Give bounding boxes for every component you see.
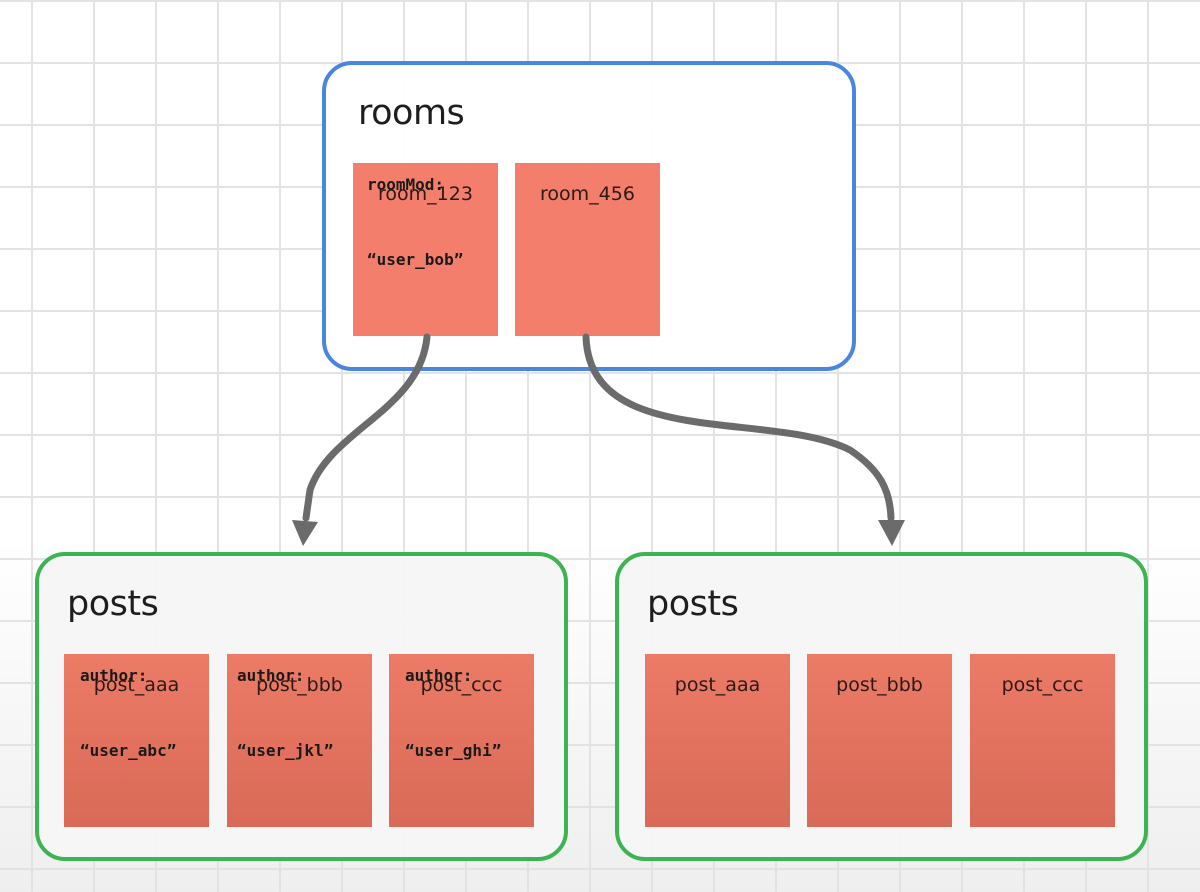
post-aaa-document: post_aaa author: “user_abc” xyxy=(64,654,209,827)
rooms-collection-title: rooms xyxy=(358,93,465,133)
room-456-document: room_456 xyxy=(515,163,660,336)
field-key: author: xyxy=(237,666,305,685)
field-key: author: xyxy=(80,666,148,685)
posts-subcollection-room-123: posts post_aaa author: “user_abc” post_b… xyxy=(35,552,568,861)
field-key: roomMod: xyxy=(367,175,445,194)
author-field: author: “user_abc” xyxy=(80,613,176,813)
field-value: “user_bob” xyxy=(367,250,464,269)
room-mod-field: roomMod: “user_bob” xyxy=(367,122,463,322)
document-id: room_456 xyxy=(540,183,635,205)
rooms-collection: rooms room_123 roomMod: “user_bob” room_… xyxy=(322,61,856,371)
arrowhead-room-123-to-posts xyxy=(292,520,318,546)
author-field: author: “user_jkl” xyxy=(237,613,333,813)
document-id: post_aaa xyxy=(674,674,761,696)
field-value: “user_jkl” xyxy=(237,741,334,760)
document-id: post_bbb xyxy=(836,674,923,696)
post-bbb-document: post_bbb author: “user_jkl” xyxy=(227,654,372,827)
field-key: author: xyxy=(405,666,473,685)
author-field: author: “user_ghi” xyxy=(405,613,501,813)
post-bbb-document: post_bbb xyxy=(807,654,952,827)
posts-collection-title: posts xyxy=(67,584,159,624)
room-123-document: room_123 roomMod: “user_bob” xyxy=(353,163,498,336)
post-ccc-document: post_ccc author: “user_ghi” xyxy=(389,654,534,827)
document-id: post_ccc xyxy=(420,674,503,696)
post-ccc-document: post_ccc xyxy=(970,654,1115,827)
document-id: room_123 xyxy=(378,183,473,205)
field-value: “user_ghi” xyxy=(405,741,502,760)
document-id: post_ccc xyxy=(1001,674,1084,696)
post-aaa-document: post_aaa xyxy=(645,654,790,827)
document-id: post_aaa xyxy=(93,674,180,696)
posts-collection-title: posts xyxy=(647,584,739,624)
arrowhead-room-456-to-posts xyxy=(878,520,905,546)
posts-subcollection-room-456: posts post_aaa post_bbb post_ccc xyxy=(615,552,1148,861)
field-value: “user_abc” xyxy=(80,741,177,760)
document-id: post_bbb xyxy=(256,674,343,696)
